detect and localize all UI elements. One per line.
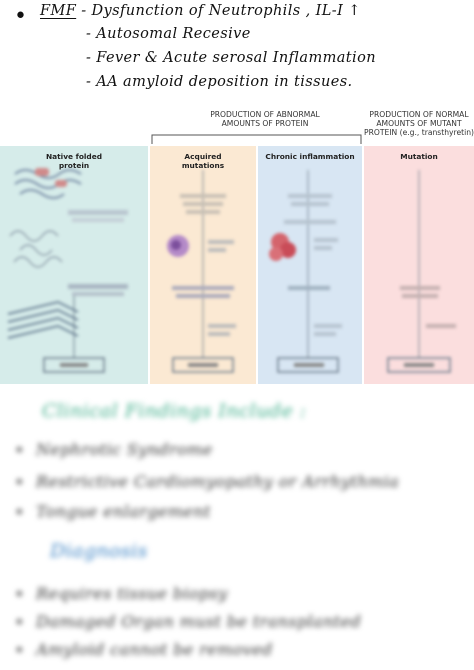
bullet-dot: • — [14, 502, 26, 523]
column-native-protein: Native folded protein — [0, 146, 148, 384]
column-title: Acquired mutations — [181, 152, 225, 170]
normal-header: PRODUCTION OF NORMAL AMOUNTS OF MUTANT P… — [364, 110, 474, 137]
note-line-1: FMF - Dysfunction of Neutrophils , IL-I … — [40, 3, 361, 19]
amyloid-pathogenesis-figure: PRODUCTION OF ABNORMAL AMOUNTS OF PROTEI… — [0, 104, 474, 384]
column-title: Chronic inflammation — [265, 152, 355, 161]
column-title: Mutation — [400, 152, 438, 161]
bullet-dot: • — [14, 4, 28, 29]
clinical-findings-heading: Clinical Findings Include : — [42, 400, 307, 422]
bullet-dot: • — [14, 640, 26, 661]
diagnosis-item-2: Damaged Organ must be transplanted — [36, 612, 362, 631]
bullet-dot: • — [14, 584, 26, 605]
note-line-2: - Autosomal Recesive — [86, 26, 251, 42]
fmf-title: FMF — [40, 3, 77, 19]
column-mutation: Mutation — [364, 146, 474, 384]
blurred-notes-section: Clinical Findings Include : • Nephrotic … — [0, 384, 474, 670]
column-acquired-mutations: Acquired mutations — [150, 146, 256, 384]
diagnosis-heading: Diagnosis — [50, 540, 148, 562]
finding-item-1: Nephrotic Syndrome — [36, 440, 213, 459]
note-line-3: - Fever & Acute serosal Inflammation — [86, 50, 376, 66]
bullet-dot: • — [14, 472, 26, 493]
note-line-4: - AA amyloid deposition in tissues. — [86, 74, 353, 90]
column-title: Native folded protein — [45, 152, 103, 170]
group-bracket — [151, 134, 362, 144]
finding-item-2: Restrictive Cardiomyopathy or Arrhythmia — [36, 472, 400, 491]
note-line-1-text: - Dysfunction of Neutrophils , IL-I ↑ — [81, 3, 361, 19]
group-header: PRODUCTION OF ABNORMAL AMOUNTS OF PROTEI… — [210, 110, 320, 128]
bullet-dot: • — [14, 612, 26, 633]
finding-item-3: Tongue enlargement — [36, 502, 211, 521]
bullet-dot: • — [14, 440, 26, 461]
handwritten-notes: • FMF - Dysfunction of Neutrophils , IL-… — [0, 0, 474, 100]
column-chronic-inflammation: Chronic inflammation — [258, 146, 362, 384]
diagnosis-item-1: Requires tissue biopsy — [36, 584, 228, 603]
diagnosis-item-3: Amyloid cannot be removed — [36, 640, 273, 659]
